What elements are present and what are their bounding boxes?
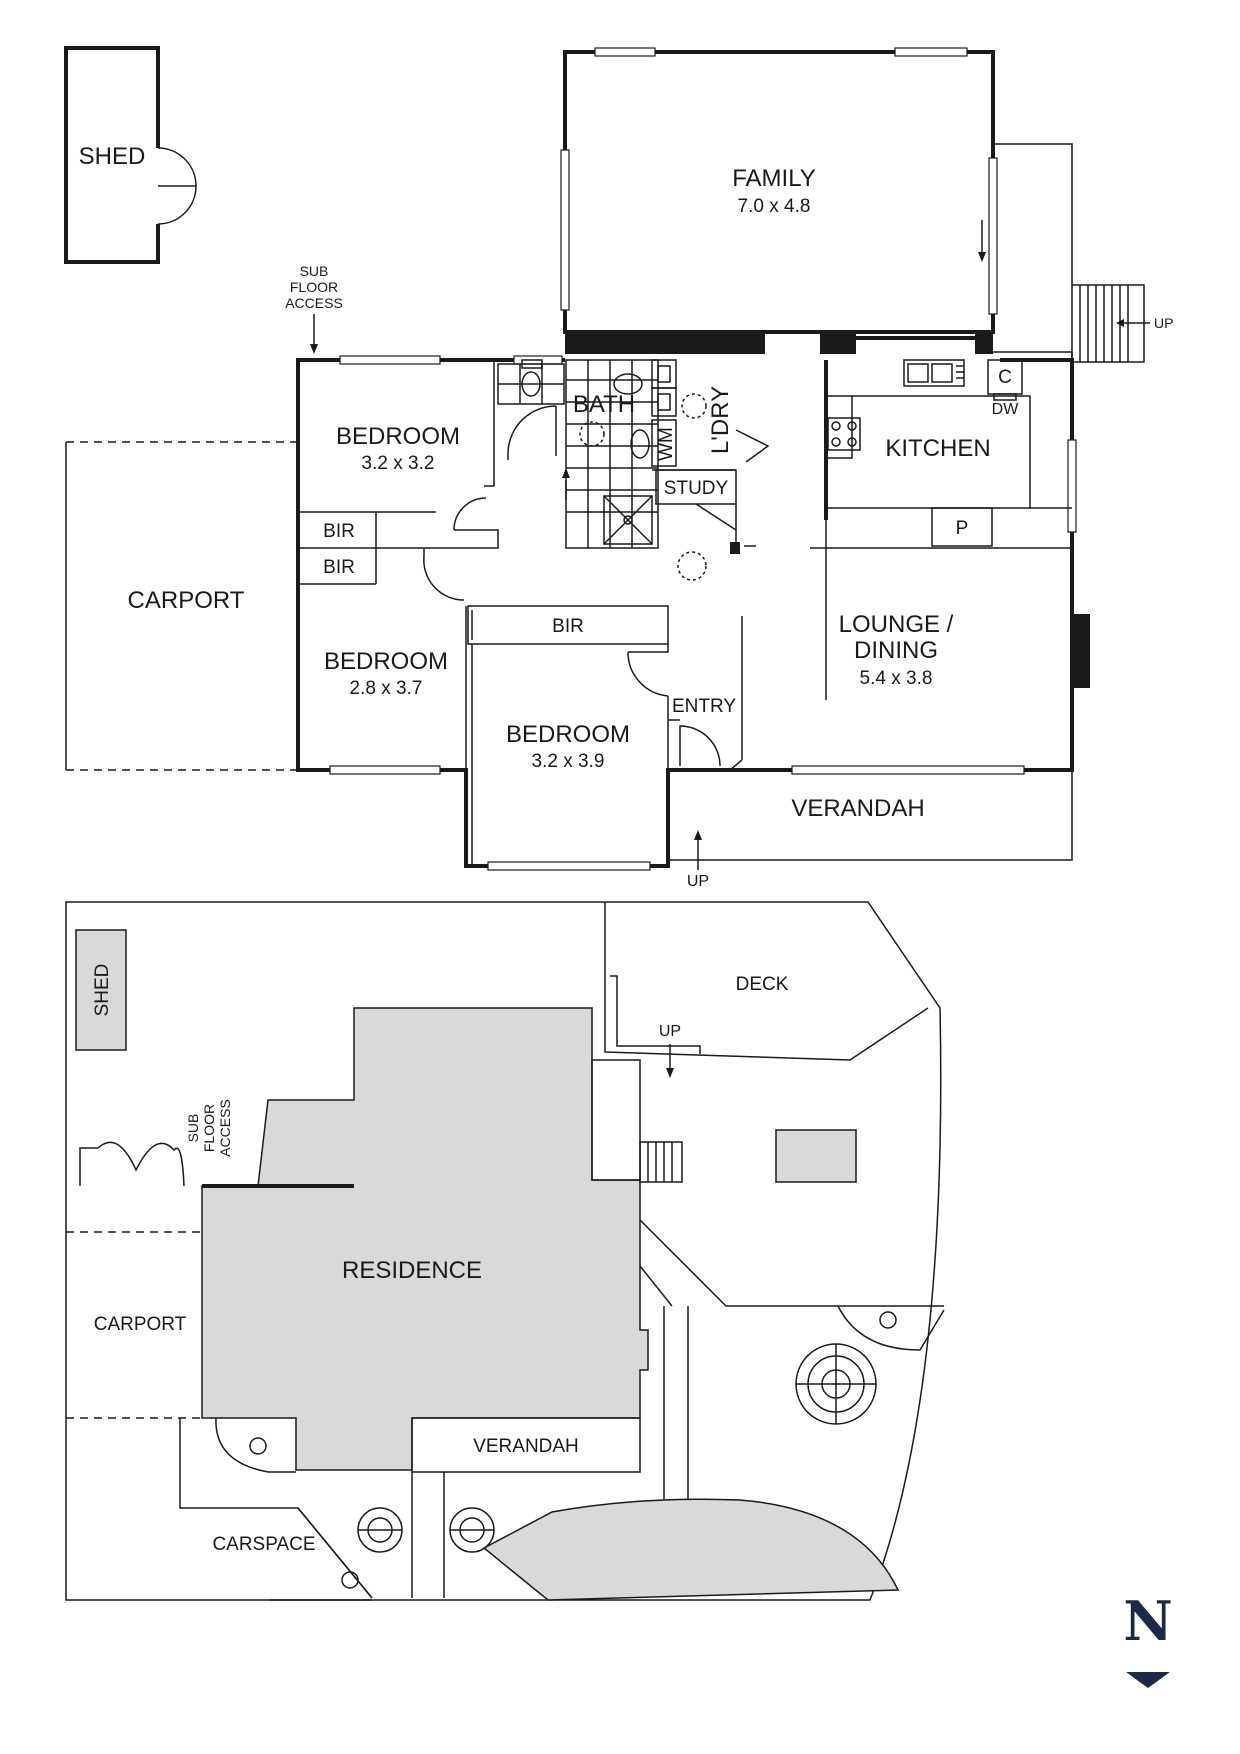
verandah-label: VERANDAH bbox=[791, 795, 924, 822]
bedroom1-dims: 3.2 x 3.2 bbox=[362, 453, 435, 474]
verandah-outline bbox=[668, 770, 1073, 870]
bedroom2-label: BEDROOM bbox=[324, 648, 448, 675]
tree-small-2 bbox=[449, 1507, 495, 1553]
study-room bbox=[655, 469, 756, 581]
carport-label: CARPORT bbox=[128, 587, 245, 614]
bedroom2-walls bbox=[423, 555, 467, 770]
dishwasher-label: DW bbox=[992, 401, 1020, 418]
bir1-label: BIR bbox=[323, 521, 355, 542]
stairs-up-label: UP bbox=[1154, 315, 1173, 331]
subfloor-arrow bbox=[310, 314, 318, 354]
site-paths bbox=[179, 1306, 900, 1601]
site-subfloor-line2: FLOOR bbox=[201, 1104, 217, 1152]
shed-label: SHED bbox=[79, 143, 146, 170]
lounge-label-line1: LOUNGE / bbox=[839, 611, 954, 638]
bedroom3-label: BEDROOM bbox=[506, 721, 630, 748]
bath-room bbox=[562, 359, 659, 549]
bedroom2-dims: 2.8 x 3.7 bbox=[350, 678, 423, 699]
shrub-marker bbox=[341, 1571, 359, 1589]
bedroom3-walls bbox=[467, 605, 669, 866]
pantry-label: P bbox=[956, 518, 969, 539]
site-carport-label: CARPORT bbox=[94, 1314, 187, 1335]
lounge-dims: 5.4 x 3.8 bbox=[860, 668, 933, 689]
residence-footprint bbox=[201, 1007, 649, 1471]
shed-outline bbox=[64, 46, 197, 264]
subfloor-label-line1: SUB bbox=[300, 263, 329, 279]
bedroom1-label: BEDROOM bbox=[336, 423, 460, 450]
bedroom1-walls bbox=[298, 360, 499, 585]
side-landing bbox=[993, 143, 1150, 363]
residence-label: RESIDENCE bbox=[342, 1257, 482, 1284]
entry-walls bbox=[668, 616, 743, 771]
site-verandah-label: VERANDAH bbox=[473, 1436, 579, 1457]
study-label: STUDY bbox=[664, 478, 729, 499]
site-up-arrow bbox=[666, 1044, 674, 1078]
carspace-label: CARSPACE bbox=[212, 1534, 315, 1555]
subfloor-label-line3: ACCESS bbox=[285, 295, 343, 311]
deck-label: DECK bbox=[736, 974, 789, 995]
kitchen-room bbox=[810, 359, 1072, 549]
site-shed-label: SHED bbox=[92, 964, 113, 1017]
compass-arrow-icon bbox=[1126, 1672, 1170, 1688]
tree-small-1 bbox=[357, 1507, 403, 1553]
site-shed bbox=[75, 929, 127, 1051]
tree-large bbox=[795, 1343, 877, 1425]
subfloor-label-line2: FLOOR bbox=[290, 279, 338, 295]
entry-label: ENTRY bbox=[672, 696, 736, 717]
carport-outline bbox=[65, 441, 298, 771]
bath-label: BATH bbox=[573, 391, 635, 418]
compass: N bbox=[1123, 1589, 1173, 1688]
site-up-label: UP bbox=[659, 1023, 681, 1040]
bir3-label: BIR bbox=[552, 616, 584, 637]
site-verandah bbox=[411, 1417, 641, 1473]
bir2-label: BIR bbox=[323, 557, 355, 578]
wm-label: WM bbox=[656, 427, 677, 461]
site-subfloor-line3: ACCESS bbox=[217, 1099, 233, 1157]
kitchen-label: KITCHEN bbox=[885, 435, 990, 462]
main-house-walls bbox=[296, 355, 1090, 871]
family-room-walls bbox=[560, 47, 998, 354]
compass-letter: N bbox=[1123, 1589, 1172, 1653]
site-subfloor-line1: SUB bbox=[185, 1114, 201, 1143]
bedroom3-dims: 3.2 x 3.9 bbox=[532, 751, 605, 772]
toilet-room bbox=[497, 359, 565, 460]
lounge-label-line2: DINING bbox=[854, 637, 938, 664]
entry-up-label: UP bbox=[687, 873, 709, 890]
site-deck bbox=[604, 902, 929, 1061]
site-carport bbox=[66, 1141, 202, 1419]
family-dims: 7.0 x 4.8 bbox=[738, 196, 811, 217]
laundry-label: L'DRY bbox=[707, 386, 734, 454]
site-annex bbox=[591, 1059, 945, 1351]
cupboard-label: C bbox=[998, 367, 1012, 388]
family-label: FAMILY bbox=[732, 165, 816, 192]
